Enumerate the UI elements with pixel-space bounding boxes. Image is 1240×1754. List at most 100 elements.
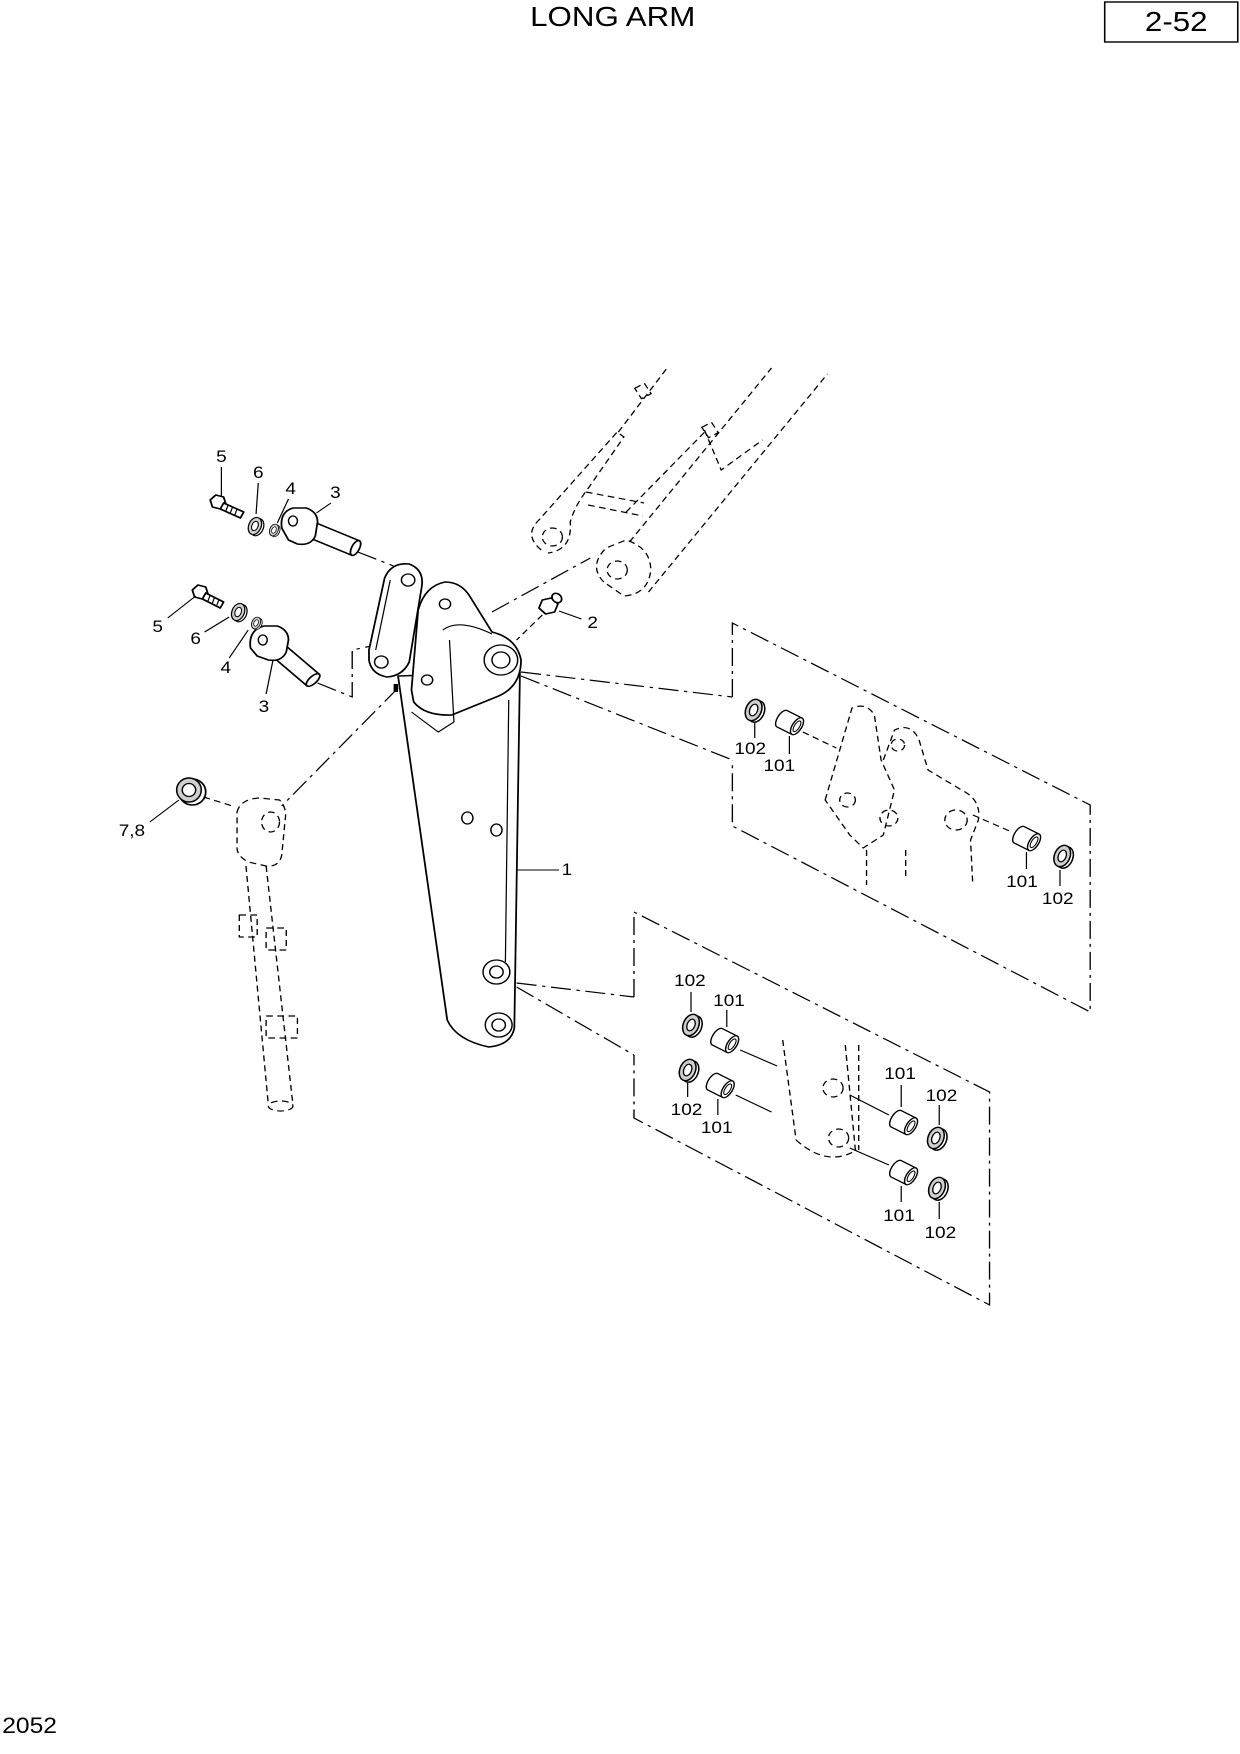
callout-bolt-lower: 5 — [152, 617, 163, 636]
bushing-guide-line — [849, 1094, 890, 1116]
beam-hole — [490, 823, 503, 837]
cylinder-fitting — [265, 927, 287, 951]
callout-pin-upper: 3 — [330, 483, 341, 502]
callout-part-7-8: 7,8 — [119, 821, 145, 840]
phantom-arm-plate — [824, 705, 896, 849]
lower-pin-line — [317, 645, 372, 698]
plate-hole — [400, 573, 416, 587]
detail-a — [731, 621, 1091, 1014]
callout-arm: 1 — [562, 860, 573, 879]
footer-code: 2052 — [2, 1713, 57, 1738]
cylinder-end — [267, 1100, 294, 1112]
page-number: 2-52 — [1145, 6, 1208, 37]
detail-b-leader-bottom — [516, 986, 635, 1056]
boom-left-bar — [530, 431, 625, 554]
callout-leader — [316, 502, 332, 514]
cylinder-fitting — [238, 914, 258, 938]
bushing-guide-line — [972, 814, 1013, 833]
bushing-guide-line — [735, 1094, 772, 1113]
pin-end — [349, 539, 362, 557]
callout-leaders — [149, 467, 1061, 1219]
callout-leader — [265, 660, 274, 695]
part-102-ring — [678, 1011, 706, 1040]
callout-ring-102: 102 — [926, 1086, 958, 1105]
part-102-ring — [1050, 842, 1078, 871]
cylinder-rod-edge — [245, 865, 270, 1106]
upper-pin-line — [357, 551, 394, 567]
callout-bushing-101: 101 — [701, 1118, 733, 1137]
cylinder-fitting — [265, 1015, 299, 1039]
callout-ring-102: 102 — [674, 971, 706, 990]
detail-b — [633, 910, 991, 1307]
detail-b-frame — [633, 910, 991, 1307]
beam-edge — [504, 699, 510, 963]
callout-ring-102: 102 — [734, 739, 766, 758]
phantom-boom — [530, 365, 828, 597]
pin-flange — [249, 625, 290, 662]
callout-bushing-101: 101 — [1006, 872, 1038, 891]
callout-ring-upper: 4 — [285, 479, 296, 498]
arm-to-boom-line — [491, 557, 591, 613]
connection-lines — [281, 551, 733, 1056]
callout-bushing-101: 101 — [713, 991, 745, 1010]
callout-ring-102: 102 — [924, 1223, 956, 1242]
beam-hole — [461, 811, 474, 825]
bushing-guide-line — [802, 731, 837, 749]
arm-rear-plate — [368, 562, 423, 678]
phantom-arm-edge — [782, 1039, 797, 1141]
callout-ring-102: 102 — [1042, 889, 1074, 908]
plate-hole — [373, 655, 389, 669]
ring-guide-line — [203, 796, 233, 807]
phantom-hole — [890, 738, 906, 752]
boom-link — [703, 429, 763, 471]
part-2-grease-fitting — [516, 592, 563, 641]
boom-edge-line — [647, 373, 828, 593]
boom-edge-line — [617, 365, 670, 433]
part-5-bolt-shank — [219, 502, 245, 519]
boom-right-pin-hole — [606, 560, 628, 580]
callout-leader — [228, 629, 249, 659]
phantom-arm-cylinder — [236, 797, 299, 1112]
part-4-ring — [267, 522, 283, 539]
boom-fitting — [700, 421, 720, 439]
fitting-nipple — [551, 592, 563, 604]
callout-grease-fitting: 2 — [587, 613, 598, 632]
callout-bushing-101: 101 — [884, 1064, 916, 1083]
ring-hole — [181, 782, 197, 798]
plate-edge — [375, 579, 391, 651]
arm-mark — [393, 684, 399, 692]
part-6-washer — [228, 601, 251, 624]
phantom-arm-plate — [882, 727, 980, 886]
callout-leader — [204, 616, 230, 633]
arm-beam — [397, 671, 521, 1048]
detail-a-frame — [731, 621, 1091, 1014]
plate-hole — [420, 674, 434, 686]
page-header: LONG ARM 2-52 — [530, 1, 1239, 43]
callout-bushing-101: 101 — [883, 1206, 915, 1225]
part-101-bushing — [888, 1159, 921, 1188]
part-102-ring — [675, 1056, 703, 1085]
part-101-bushing — [1011, 825, 1044, 854]
boom-left-pin-hole — [541, 527, 564, 547]
lower-pin-assembly — [191, 584, 321, 688]
callout-leader — [558, 610, 582, 620]
fitting-hex — [538, 597, 559, 615]
plate-edge — [411, 639, 455, 733]
boom-edge-line — [625, 429, 708, 513]
cylinder-rod-eye — [236, 797, 287, 867]
detail-a-leader-bottom — [520, 675, 733, 761]
arm-to-cylinder-line — [281, 687, 399, 807]
detail-b-leader-top — [516, 982, 635, 998]
detail-a-leader-top — [520, 671, 733, 698]
callout-ring-lower: 4 — [221, 658, 232, 677]
callout-labels: 5 6 4 3 5 6 4 3 2 7,8 1 102 101 101 102 … — [119, 447, 1074, 1242]
callout-ring-102: 102 — [671, 1100, 703, 1119]
boom-crossbar — [585, 491, 645, 504]
boom-edge-line — [628, 367, 773, 543]
phantom-hole — [839, 792, 857, 808]
bolt-thread — [225, 504, 238, 516]
arm-lower-boss-bore — [489, 965, 504, 979]
pin-flange-hole — [257, 634, 268, 646]
part-101-bushing — [705, 1072, 738, 1101]
